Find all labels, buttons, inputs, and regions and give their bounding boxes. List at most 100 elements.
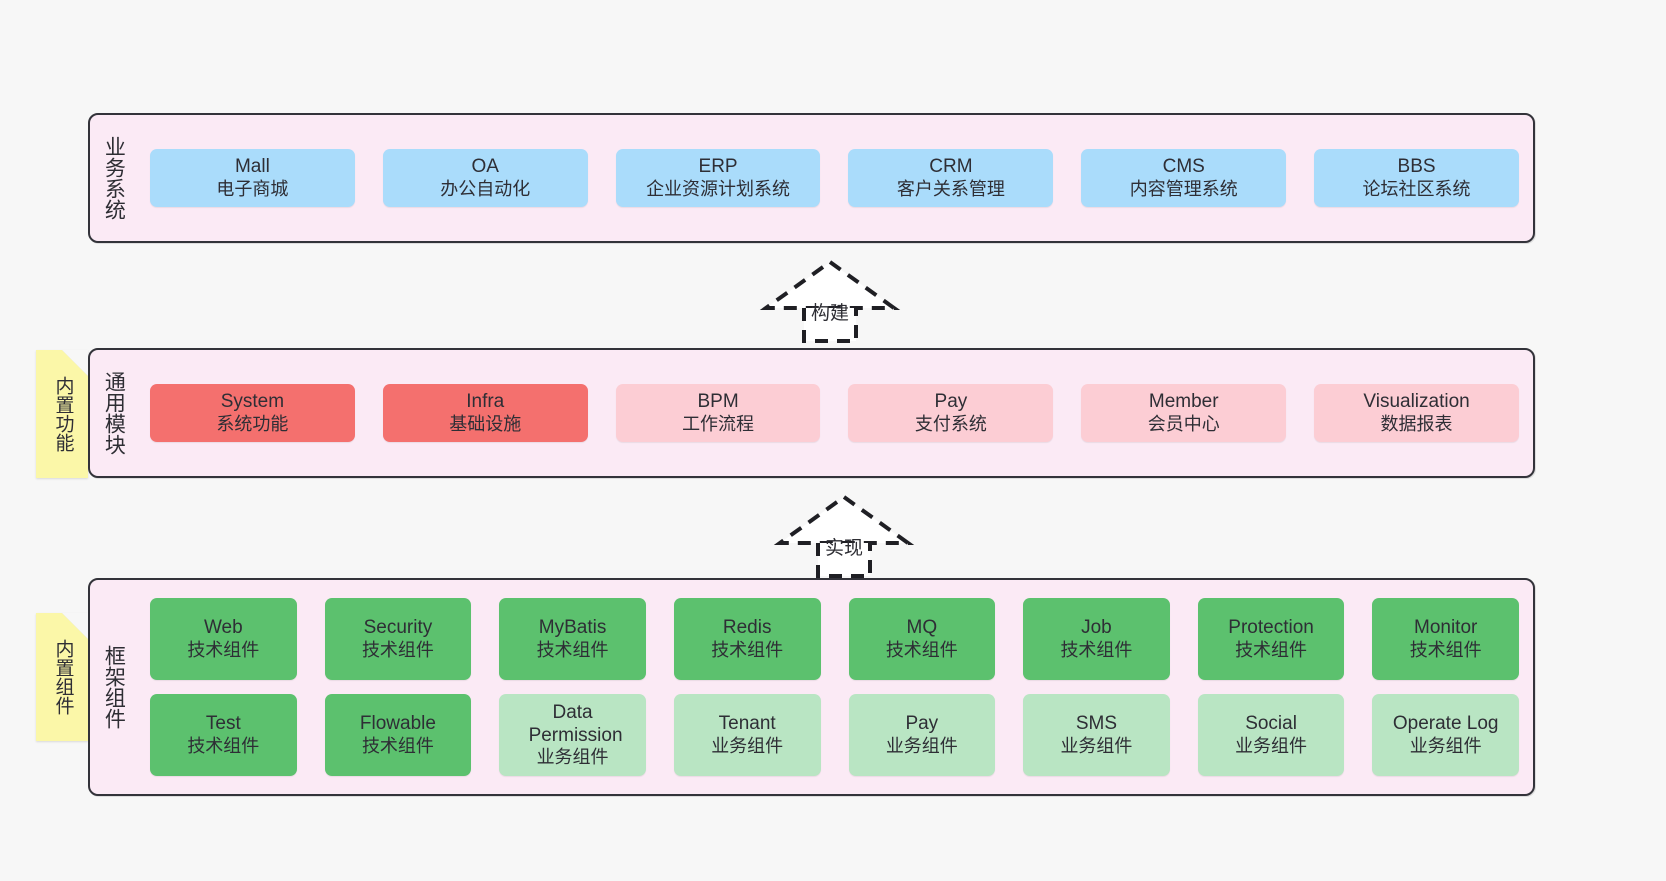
box-social[interactable]: Social 业务组件 — [1197, 694, 1345, 776]
box-subtitle: 技术组件 — [1060, 639, 1133, 660]
layer-framework-component[interactable]: 框架组件 Web 技术组件 Security 技术组件 MyBatis 技术组件… — [88, 578, 1535, 796]
box-title: CRM — [929, 156, 973, 178]
note-builtin-component: 内置组件 — [36, 613, 88, 741]
box-title: BPM — [697, 391, 739, 413]
box-member[interactable]: Member 会员中心 — [1081, 384, 1287, 442]
connector-implement-arrow: 实现 — [772, 493, 916, 578]
box-title: MyBatis — [538, 617, 607, 639]
box-subtitle: 支付系统 — [914, 413, 987, 434]
box-title: SMS — [1075, 713, 1118, 735]
box-subtitle: 业务组件 — [711, 735, 784, 756]
box-subtitle: 办公自动化 — [440, 178, 531, 199]
box-subtitle: 业务组件 — [885, 735, 958, 756]
connector-build-arrow: 构建 — [758, 258, 902, 343]
box-subtitle: 技术组件 — [1235, 639, 1308, 660]
box-subtitle: 电子商城 — [216, 178, 289, 199]
box-crm[interactable]: CRM 客户关系管理 — [848, 149, 1054, 207]
box-title: Visualization — [1363, 391, 1470, 413]
box-subtitle: 技术组件 — [361, 735, 434, 756]
box-title: Test — [205, 713, 241, 735]
box-tenant[interactable]: Tenant 业务组件 — [673, 694, 821, 776]
box-subtitle: 客户关系管理 — [896, 178, 1005, 199]
box-title: Monitor — [1414, 617, 1478, 639]
box-title: Infra — [466, 391, 505, 413]
box-title: Flowable — [359, 713, 436, 735]
box-mall[interactable]: Mall 电子商城 — [150, 149, 355, 207]
box-title: Job — [1081, 617, 1112, 639]
box-title: Protection — [1228, 617, 1314, 639]
box-subtitle: 技术组件 — [885, 639, 958, 660]
box-flowable[interactable]: Flowable 技术组件 — [324, 694, 472, 776]
box-subtitle: 企业资源计划系统 — [646, 178, 791, 199]
box-title: Data Permission — [528, 701, 623, 747]
box-oa[interactable]: OA 办公自动化 — [382, 149, 588, 207]
connector-build-label: 构建 — [810, 303, 850, 324]
box-title: Redis — [722, 617, 772, 639]
box-system[interactable]: System 系统功能 — [150, 384, 355, 442]
box-monitor[interactable]: Monitor 技术组件 — [1372, 598, 1519, 680]
box-pay-component[interactable]: Pay 业务组件 — [848, 694, 996, 776]
box-subtitle: 业务组件 — [536, 747, 609, 768]
box-pay-module[interactable]: Pay 支付系统 — [848, 384, 1054, 442]
box-title: Web — [203, 617, 243, 639]
box-cms[interactable]: CMS 内容管理系统 — [1081, 149, 1287, 207]
box-subtitle: 业务组件 — [1060, 735, 1133, 756]
box-title: OA — [471, 156, 499, 178]
box-subtitle: 技术组件 — [711, 639, 784, 660]
layer-common-module[interactable]: 通用模块 System 系统功能 Infra 基础设施 BPM 工作流程 Pay… — [88, 348, 1535, 478]
box-title: Member — [1148, 391, 1219, 413]
box-subtitle: 技术组件 — [187, 639, 260, 660]
box-subtitle: 技术组件 — [361, 639, 434, 660]
note-label: 内置组件 — [52, 639, 74, 715]
box-web[interactable]: Web 技术组件 — [150, 598, 297, 680]
layer-body-common-module: System 系统功能 Infra 基础设施 BPM 工作流程 Pay 支付系统… — [136, 350, 1533, 476]
box-title: Tenant — [718, 713, 776, 735]
box-subtitle: 基础设施 — [449, 413, 522, 434]
box-title: MQ — [906, 617, 938, 639]
connector-implement-label: 实现 — [824, 538, 864, 559]
box-mq[interactable]: MQ 技术组件 — [848, 598, 996, 680]
layer-business-system[interactable]: 业务系统 Mall 电子商城 OA 办公自动化 ERP 企业资源计划系统 CRM… — [88, 113, 1535, 243]
box-title: Pay — [905, 713, 939, 735]
box-subtitle: 系统功能 — [216, 413, 289, 434]
box-data-permission[interactable]: Data Permission 业务组件 — [499, 694, 646, 776]
layer-row-tech: Web 技术组件 Security 技术组件 MyBatis 技术组件 Redi… — [150, 598, 1519, 680]
layer-title-business-system: 业务系统 — [102, 136, 126, 220]
box-visualization[interactable]: Visualization 数据报表 — [1314, 384, 1519, 442]
box-title: BBS — [1397, 156, 1436, 178]
box-bpm[interactable]: BPM 工作流程 — [615, 384, 821, 442]
note-builtin-function: 内置功能 — [36, 350, 88, 478]
box-subtitle: 业务组件 — [1409, 735, 1482, 756]
layer-body-business-system: Mall 电子商城 OA 办公自动化 ERP 企业资源计划系统 CRM 客户关系… — [136, 115, 1533, 241]
box-subtitle: 技术组件 — [1409, 639, 1482, 660]
layer-title-framework-component: 框架组件 — [102, 645, 126, 729]
box-title: System — [220, 391, 285, 413]
layer-row: Mall 电子商城 OA 办公自动化 ERP 企业资源计划系统 CRM 客户关系… — [150, 149, 1519, 207]
box-title: CMS — [1162, 156, 1205, 178]
box-title: ERP — [698, 156, 738, 178]
box-title: Social — [1245, 713, 1297, 735]
box-erp[interactable]: ERP 企业资源计划系统 — [615, 149, 821, 207]
box-mybatis[interactable]: MyBatis 技术组件 — [499, 598, 646, 680]
box-subtitle: 技术组件 — [536, 639, 609, 660]
box-subtitle: 内容管理系统 — [1129, 178, 1238, 199]
box-subtitle: 论坛社区系统 — [1362, 178, 1471, 199]
box-security[interactable]: Security 技术组件 — [324, 598, 472, 680]
box-test[interactable]: Test 技术组件 — [150, 694, 297, 776]
box-title: Security — [363, 617, 433, 639]
layer-title-common-module: 通用模块 — [102, 371, 126, 455]
layer-row-biz: Test 技术组件 Flowable 技术组件 Data Permission … — [150, 694, 1519, 776]
box-sms[interactable]: SMS 业务组件 — [1023, 694, 1170, 776]
box-bbs[interactable]: BBS 论坛社区系统 — [1314, 149, 1519, 207]
layer-row: System 系统功能 Infra 基础设施 BPM 工作流程 Pay 支付系统… — [150, 384, 1519, 442]
box-redis[interactable]: Redis 技术组件 — [673, 598, 821, 680]
box-protection[interactable]: Protection 技术组件 — [1197, 598, 1345, 680]
box-subtitle: 数据报表 — [1380, 413, 1453, 434]
box-job[interactable]: Job 技术组件 — [1023, 598, 1170, 680]
box-operate-log[interactable]: Operate Log 业务组件 — [1372, 694, 1519, 776]
box-title: Pay — [934, 391, 968, 413]
box-infra[interactable]: Infra 基础设施 — [382, 384, 588, 442]
note-label: 内置功能 — [52, 376, 74, 452]
box-title: Mall — [234, 156, 270, 178]
